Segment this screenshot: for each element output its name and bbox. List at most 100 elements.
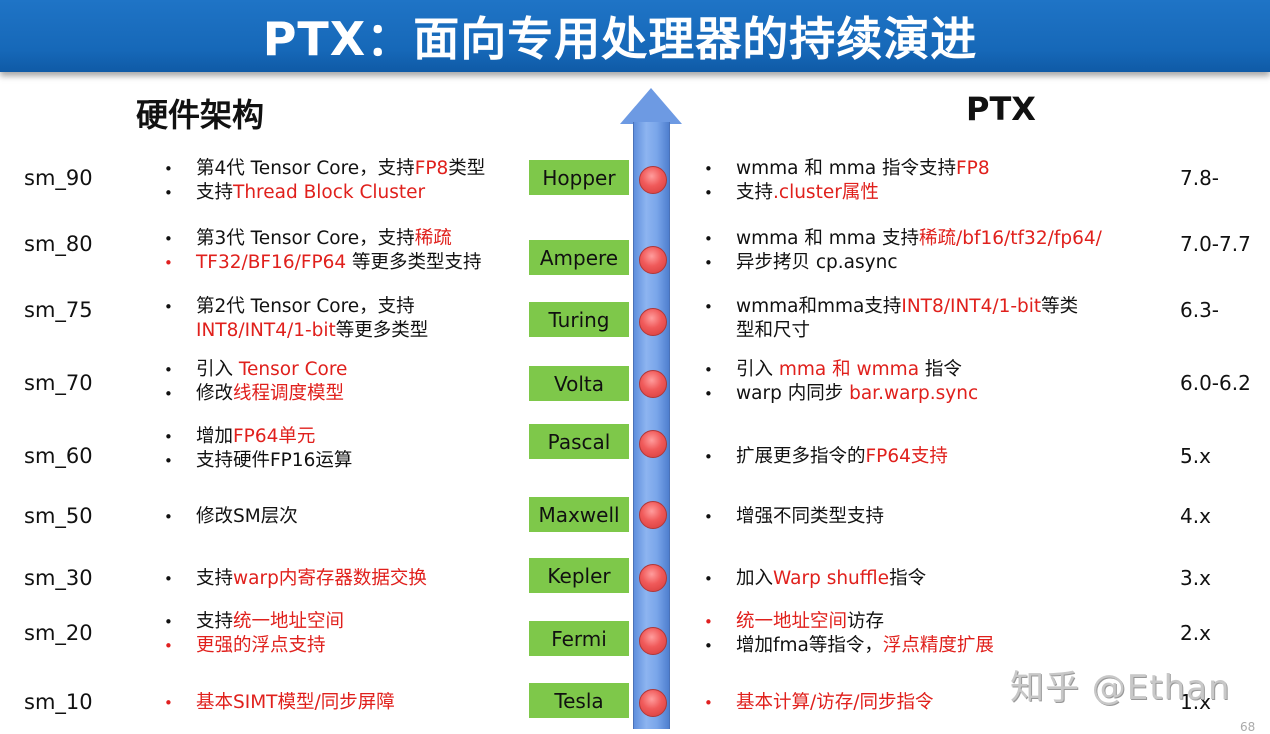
timeline-dot-icon <box>639 166 667 194</box>
architecture-badge: Maxwell <box>529 497 629 532</box>
text: 支持 <box>196 568 234 589</box>
text: 等更多类型支持 <box>346 252 482 273</box>
sm-version-label: sm_50 <box>24 504 93 528</box>
text: 访存 <box>847 611 885 632</box>
sm-version-label: sm_90 <box>24 166 93 190</box>
hardware-feature-list: 修改SM层次 <box>164 505 298 529</box>
ptx-version-label: 5.x <box>1180 444 1211 468</box>
watermark: 知乎 @Ethan <box>1010 668 1231 708</box>
sm-version-label: sm_10 <box>24 690 93 714</box>
highlight-text: Thread Block Cluster <box>233 182 426 203</box>
highlight-text: 统一地址空间 <box>233 611 345 632</box>
text: 增强不同类型支持 <box>736 506 885 527</box>
text: 支持硬件FP16运算 <box>196 450 353 471</box>
timeline-dot-icon <box>639 501 667 529</box>
text: 修改SM层次 <box>196 506 298 527</box>
bullet-item: wmma 和 mma 指令支持FP8 <box>704 157 990 181</box>
timeline-dot-icon <box>639 627 667 655</box>
text: 异步拷贝 cp.async <box>736 252 898 273</box>
bullet-item: 增加fma等指令，浮点精度扩展 <box>704 634 994 658</box>
ptx-version-label: 4.x <box>1180 504 1211 528</box>
hardware-feature-list: 支持warp内寄存器数据交换 <box>164 567 427 591</box>
bullet-item: INT8/INT4/1-bit等更多类型 <box>164 319 428 343</box>
text: 第3代 Tensor Core，支持 <box>196 228 415 249</box>
bullet-item: 第3代 Tensor Core，支持稀疏 <box>164 227 482 251</box>
sm-version-label: sm_60 <box>24 444 93 468</box>
highlight-text: INT8/INT4/1-bit <box>901 296 1042 317</box>
text: 支持 <box>196 611 234 632</box>
highlight-text: 基本SIMT模型/同步屏障 <box>196 692 395 713</box>
hardware-feature-list: 增加FP64单元支持硬件FP16运算 <box>164 425 352 473</box>
text: 类型 <box>448 158 486 179</box>
timeline-dot-icon <box>639 564 667 592</box>
sm-version-label: sm_30 <box>24 566 93 590</box>
bullet-item: 型和尺寸 <box>704 319 1078 343</box>
bullet-item: 修改SM层次 <box>164 505 298 529</box>
text: 指令 <box>889 568 927 589</box>
architecture-badge: Pascal <box>529 424 629 459</box>
architecture-badge: Hopper <box>529 160 629 195</box>
bullet-item: 异步拷贝 cp.async <box>704 251 1102 275</box>
ptx-column-heading: PTX <box>966 90 1036 128</box>
ptx-feature-list: 加入Warp shuffle指令 <box>704 567 926 591</box>
architecture-badge: Tesla <box>529 683 629 718</box>
text: 型和尺寸 <box>736 320 811 341</box>
timeline-dot-icon <box>639 308 667 336</box>
bullet-item: 支持硬件FP16运算 <box>164 449 352 473</box>
timeline-dot-icon <box>639 430 667 458</box>
sm-version-label: sm_80 <box>24 232 93 256</box>
bullet-item: wmma 和 mma 支持稀疏/bf16/tf32/fp64/ <box>704 227 1102 251</box>
bullet-item: 基本SIMT模型/同步屏障 <box>164 691 395 715</box>
highlight-text: .cluster属性 <box>773 182 879 203</box>
timeline-dot-icon <box>639 370 667 398</box>
bullet-item: 扩展更多指令的FP64支持 <box>704 445 948 469</box>
sm-version-label: sm_70 <box>24 371 93 395</box>
text: 第2代 Tensor Core，支持 <box>196 296 415 317</box>
highlight-text: 浮点精度扩展 <box>882 635 994 656</box>
highlight-text: 稀疏 <box>414 228 452 249</box>
text: 支持 <box>196 182 234 203</box>
ptx-feature-list: 引入 mma 和 wmma 指令warp 内同步 bar.warp.sync <box>704 358 978 406</box>
page-title: PTX：面向专用处理器的持续演进 <box>262 12 978 66</box>
highlight-text: FP64支持 <box>865 446 948 467</box>
ptx-feature-list: 增强不同类型支持 <box>704 505 884 529</box>
architecture-badge: Turing <box>529 302 629 337</box>
ptx-version-label: 7.8- <box>1180 166 1220 190</box>
ptx-feature-list: 基本计算/访存/同步指令 <box>704 691 933 715</box>
hardware-feature-list: 支持统一地址空间更强的浮点支持 <box>164 610 344 658</box>
text: 增加 <box>196 426 234 447</box>
architecture-badge: Fermi <box>529 621 629 656</box>
hardware-feature-list: 第3代 Tensor Core，支持稀疏TF32/BF16/FP64 等更多类型… <box>164 227 482 275</box>
text: 指令 <box>919 359 962 380</box>
highlight-text: Warp shuffle <box>773 568 890 589</box>
bullet-item: 增加FP64单元 <box>164 425 352 449</box>
text: 等更多类型 <box>335 320 429 341</box>
text: 修改 <box>196 383 234 404</box>
architecture-badge: Ampere <box>529 240 629 275</box>
highlight-text: 基本计算/访存/同步指令 <box>736 692 934 713</box>
highlight-text: mma 和 wmma <box>778 359 920 380</box>
bullet-item: 基本计算/访存/同步指令 <box>704 691 933 715</box>
text: 扩展更多指令的 <box>736 446 866 467</box>
bullet-item: 引入 Tensor Core <box>164 358 347 382</box>
bullet-item: 加入Warp shuffle指令 <box>704 567 926 591</box>
ptx-version-label: 3.x <box>1180 566 1211 590</box>
sm-version-label: sm_75 <box>24 298 93 322</box>
highlight-text: 统一地址空间 <box>736 611 848 632</box>
bullet-item: 支持Thread Block Cluster <box>164 181 485 205</box>
ptx-feature-list: 统一地址空间访存增加fma等指令，浮点精度扩展 <box>704 610 994 658</box>
text: wmma 和 mma 指令支持 <box>736 158 957 179</box>
page-number: 68 <box>1240 720 1256 734</box>
ptx-version-label: 1.x <box>1180 690 1211 714</box>
bullet-item: 引入 mma 和 wmma 指令 <box>704 358 978 382</box>
hardware-column-heading: 硬件架构 <box>136 96 265 134</box>
ptx-version-label: 2.x <box>1180 621 1211 645</box>
text: warp 内同步 <box>736 383 850 404</box>
highlight-text: 更强的浮点支持 <box>196 635 326 656</box>
title-bar: PTX：面向专用处理器的持续演进 <box>0 0 1270 72</box>
architecture-badge: Kepler <box>529 558 629 593</box>
timeline-arrow-up-icon <box>620 88 682 124</box>
hardware-feature-list: 第2代 Tensor Core，支持INT8/INT4/1-bit等更多类型 <box>164 295 428 343</box>
text: 增加fma等指令， <box>736 635 883 656</box>
